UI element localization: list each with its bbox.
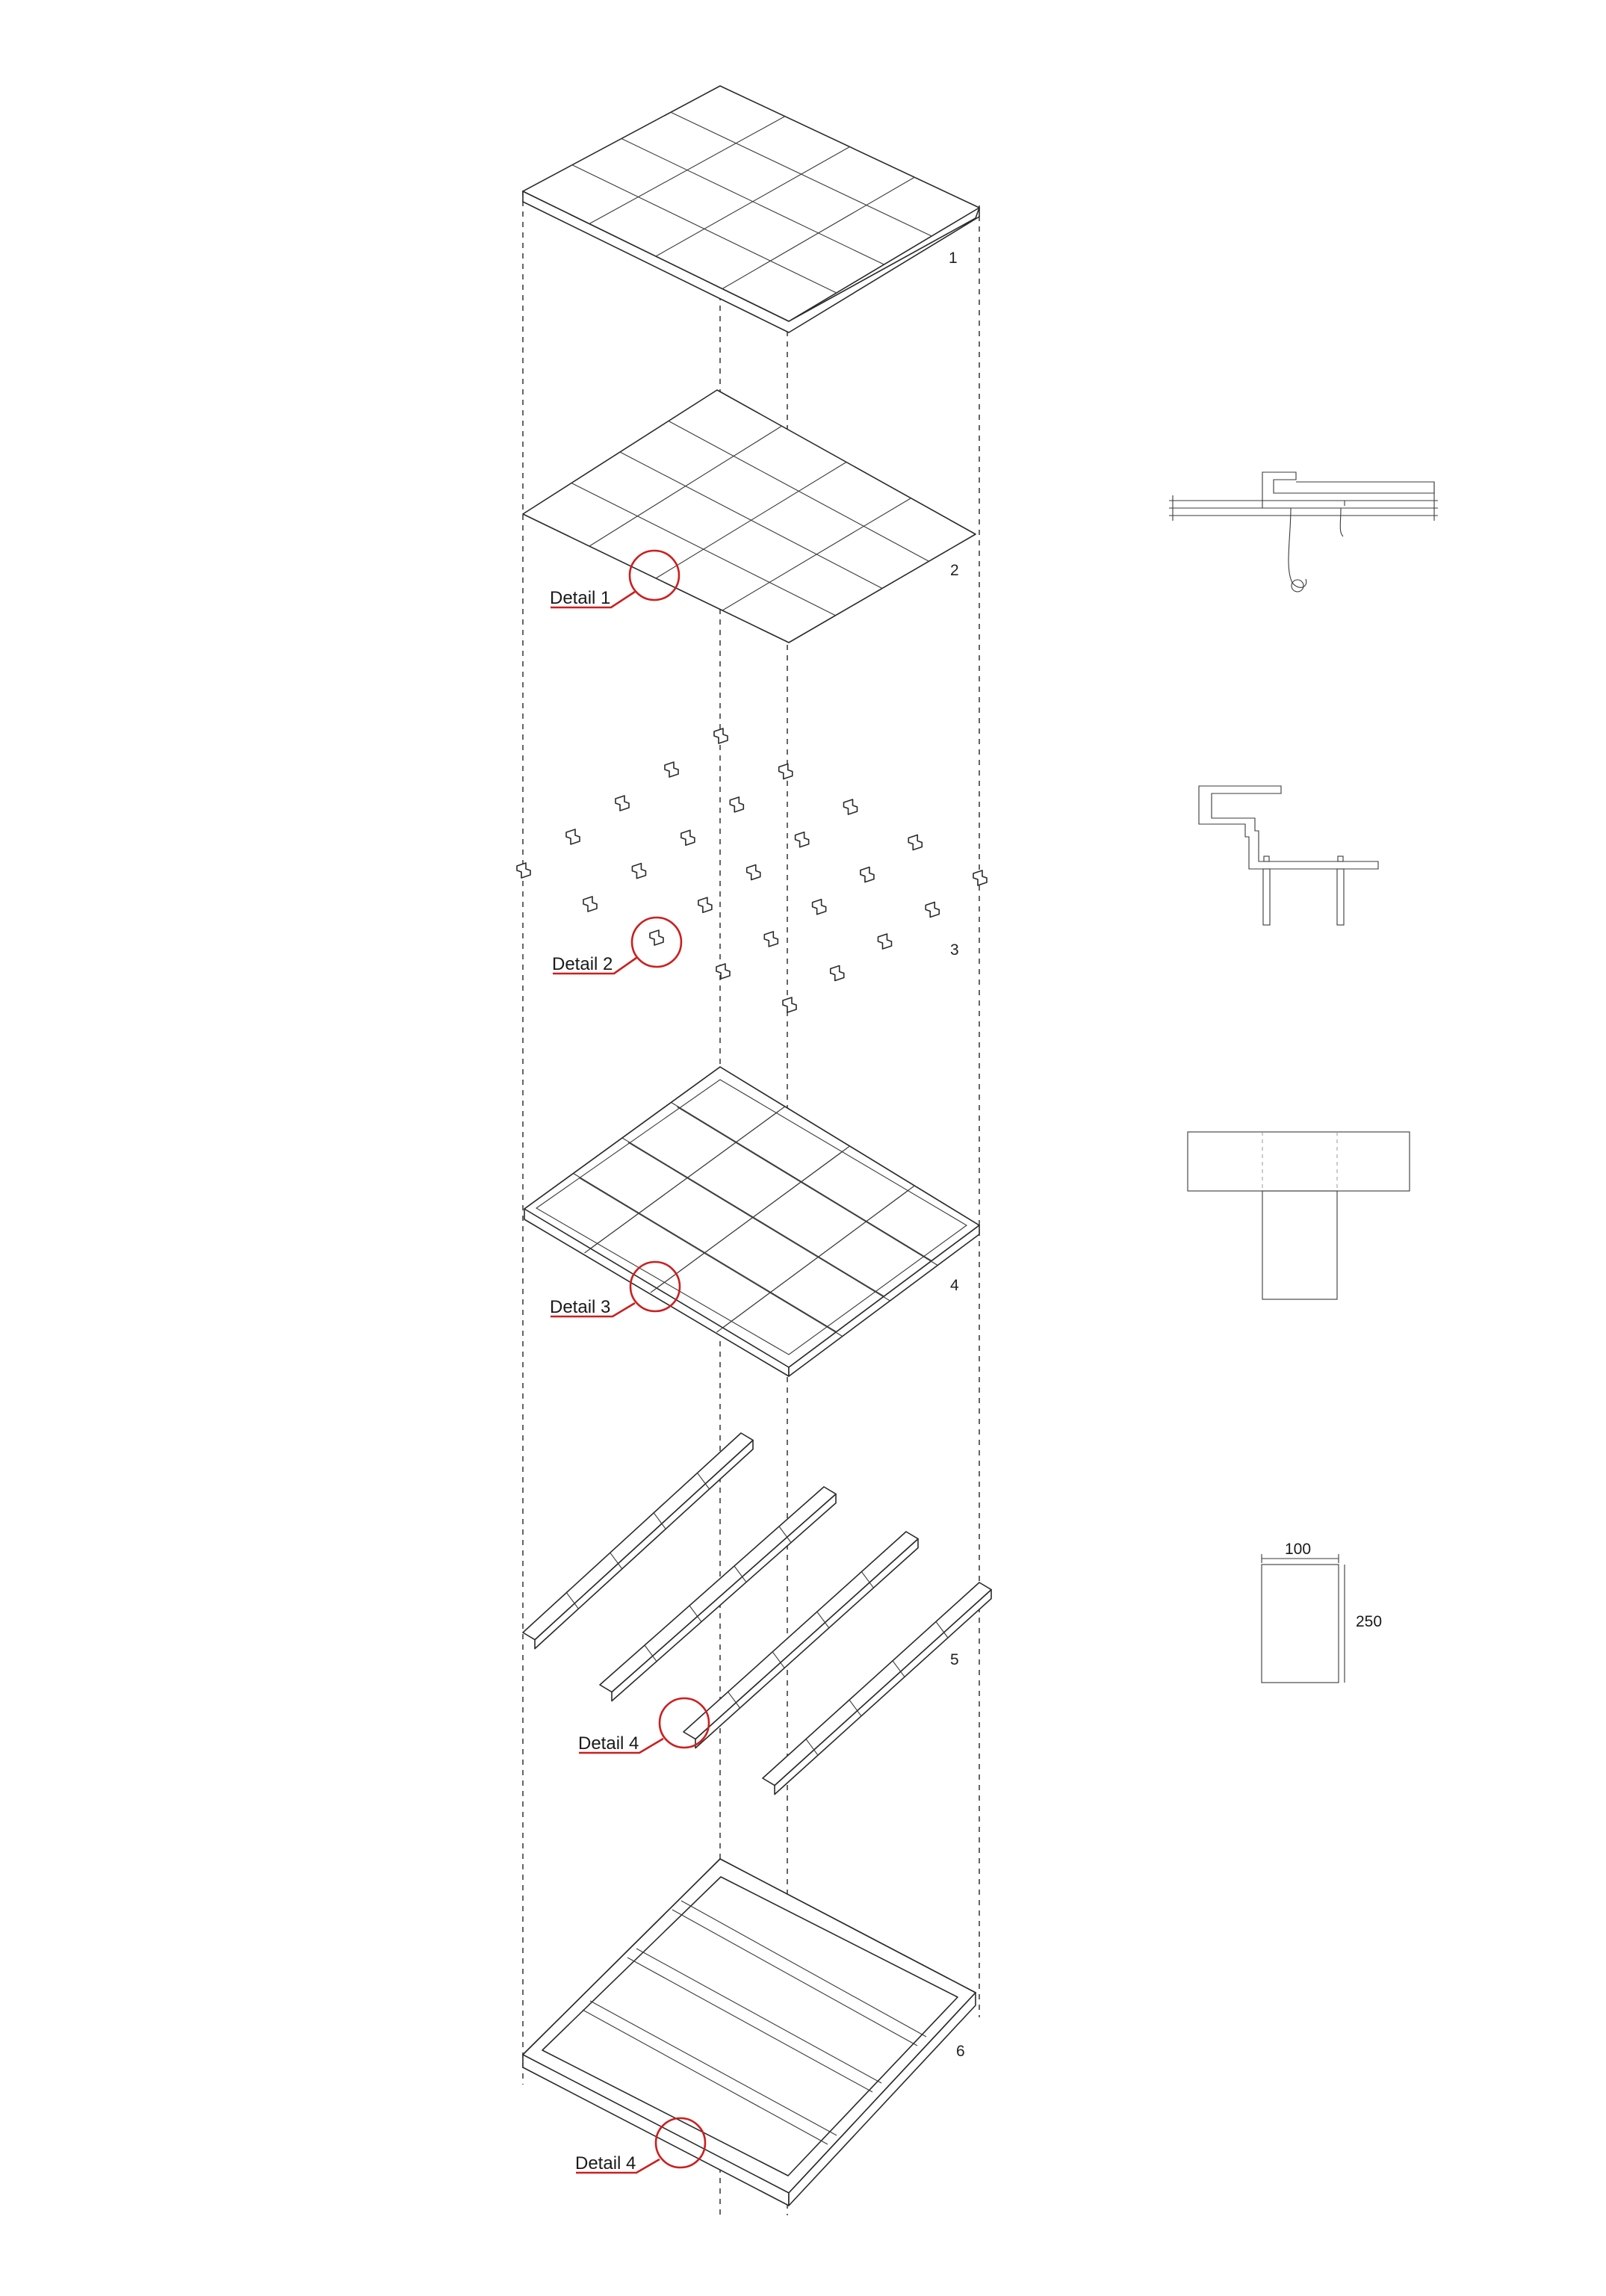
- clip: [877, 933, 893, 950]
- clip: [973, 870, 988, 886]
- detail-4-beam-section: 100 250: [1261, 1541, 1382, 1683]
- layer-number-1: 1: [949, 250, 958, 267]
- clip: [843, 799, 858, 815]
- layer-3-clips: [516, 728, 988, 1013]
- detail-2-drawing: [1198, 785, 1379, 926]
- svg-text:Detail 4: Detail 4: [578, 1733, 639, 1754]
- detail-3-drawing: [1187, 1131, 1410, 1300]
- clip: [745, 864, 761, 881]
- detail-callout-2: Detail 2: [552, 916, 683, 975]
- beam: [522, 1432, 754, 1650]
- clip: [829, 965, 845, 982]
- clip: [729, 796, 745, 813]
- layer-number-5: 5: [950, 1651, 959, 1668]
- clip: [778, 763, 793, 780]
- layer-4-grid-frame: [524, 1066, 980, 1377]
- clip: [664, 761, 679, 778]
- clip: [680, 829, 695, 847]
- clip: [763, 931, 779, 947]
- clip: [565, 829, 580, 845]
- detail-1-drawing: [1169, 471, 1438, 592]
- detail-callout-4a: Detail 4: [578, 1697, 710, 1754]
- layer-number-6: 6: [956, 2043, 965, 2060]
- clip: [516, 862, 531, 879]
- svg-text:Detail 1: Detail 1: [550, 588, 610, 608]
- clip: [716, 963, 731, 980]
- beam-height-label: 250: [1356, 1613, 1382, 1630]
- clip: [925, 901, 940, 918]
- beam: [762, 1582, 992, 1795]
- layer-1-roof-panels: [522, 85, 980, 333]
- clip: [698, 897, 713, 914]
- clip: [782, 997, 797, 1013]
- beam: [599, 1486, 837, 1702]
- detail-callout-1: Detail 1: [550, 549, 680, 609]
- clip: [615, 795, 630, 811]
- layer-5-beams: [522, 1432, 992, 1795]
- layer-2-grid-plane: [522, 389, 976, 643]
- clip: [649, 929, 664, 946]
- svg-text:Detail 4: Detail 4: [575, 2153, 636, 2173]
- detail-callout-3: Detail 3: [550, 1260, 681, 1318]
- clip: [794, 831, 810, 848]
- clip: [583, 896, 598, 912]
- detail-callout-4b: Detail 4: [575, 2117, 707, 2174]
- clip: [631, 862, 647, 879]
- beam-width-label: 100: [1285, 1541, 1311, 1558]
- svg-text:Detail 3: Detail 3: [550, 1297, 610, 1317]
- clip: [713, 728, 728, 744]
- beam: [683, 1531, 919, 1749]
- layer-number-2: 2: [950, 562, 959, 579]
- layer-6-base-frame: [522, 1858, 976, 2206]
- layer-number-4: 4: [950, 1277, 959, 1294]
- svg-text:Detail 2: Detail 2: [552, 954, 613, 974]
- clip: [908, 834, 923, 851]
- clip: [860, 866, 875, 883]
- clip: [811, 898, 827, 915]
- layer-number-3: 3: [950, 941, 959, 959]
